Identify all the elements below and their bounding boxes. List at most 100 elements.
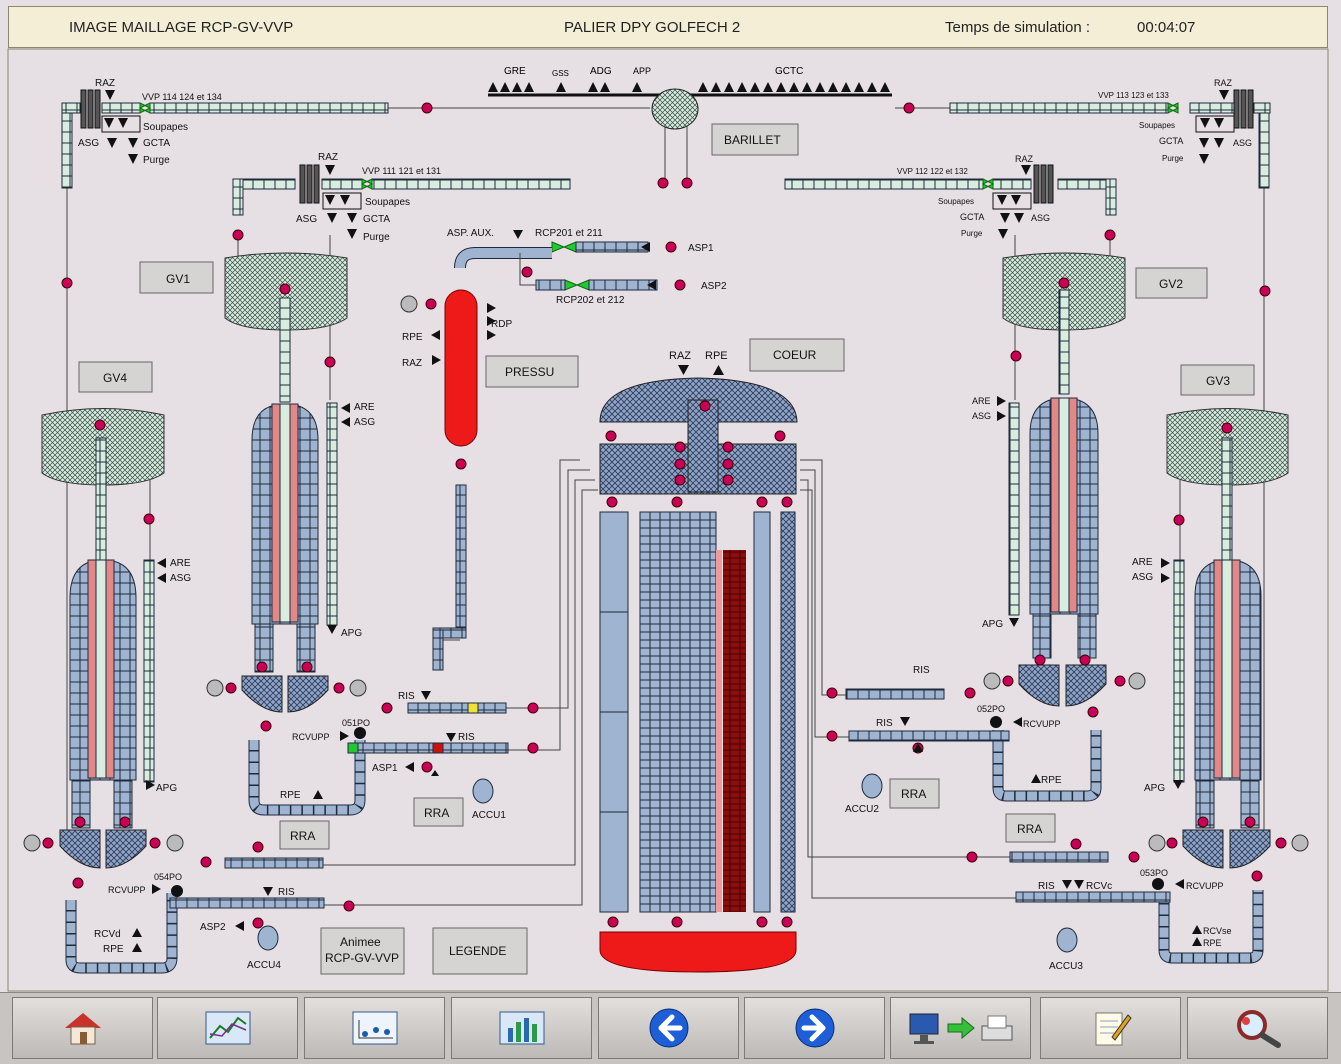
ris-label-loop4: RIS: [278, 887, 295, 898]
gv4-button-label: GV4: [103, 371, 127, 385]
asg-label-gv3: ASG: [1233, 138, 1252, 148]
rpe-label-loop1: RPE: [280, 790, 301, 801]
asg-label-gv1: ASG: [296, 214, 317, 225]
rpe-label-pressu: RPE: [402, 332, 423, 343]
soupapes-label-gv2: Soupapes: [938, 197, 974, 206]
soupapes-boxes: [101, 115, 1235, 210]
vvp112-label: VVP 112 122 et 132: [897, 167, 968, 176]
rra-button-1[interactable]: RRA: [413, 797, 464, 827]
sim-time-value: 00:04:07: [1137, 19, 1196, 36]
raz-label-core: RAZ: [669, 350, 691, 362]
gv4-button[interactable]: GV4: [78, 361, 153, 393]
rcvupp-label-2: RCVUPP: [1023, 719, 1061, 729]
are-label-gv4: ARE: [170, 558, 191, 569]
diagram-button[interactable]: [304, 997, 445, 1059]
back-button[interactable]: [598, 997, 739, 1059]
search-button[interactable]: [1187, 997, 1328, 1059]
apg-label-gv3: APG: [1144, 783, 1165, 794]
po054-label: 054PO: [154, 872, 182, 882]
gv1-button[interactable]: GV1: [139, 261, 214, 294]
are-label-gv2: ARE: [972, 396, 991, 406]
purge-label-gv4: Purge: [143, 155, 170, 166]
asg-label-gv2: ASG: [1031, 213, 1050, 223]
asg-label-gv1-b: ASG: [354, 417, 375, 428]
purge-label-gv1: Purge: [363, 232, 390, 243]
raz-label-gv4: RAZ: [95, 78, 115, 89]
gv1-button-label: GV1: [166, 272, 190, 286]
notes-button[interactable]: [1040, 997, 1181, 1059]
coeur-button-label: COEUR: [773, 348, 817, 362]
rcvse-label: RCVse: [1203, 926, 1232, 936]
valve-blocks: [80, 89, 1254, 204]
rra-button-2[interactable]: RRA: [889, 778, 940, 809]
gss-label: GSS: [552, 69, 569, 78]
arrow-right-icon: [795, 1008, 834, 1048]
gv2-button[interactable]: GV2: [1135, 267, 1208, 299]
ris-label-loop1: RIS: [398, 691, 415, 702]
vvp114-label: VVP 114 124 et 134: [142, 92, 222, 102]
rdp-label: RDP: [491, 319, 512, 330]
apg-label-gv4: APG: [156, 783, 177, 794]
raz-label-gv1: RAZ: [318, 152, 338, 163]
rcp201-label: RCP201 et 211: [535, 228, 603, 239]
asp2-label-top: ASP2: [701, 281, 727, 292]
print-screen-icon: [909, 1013, 1012, 1044]
trend-button[interactable]: [157, 997, 298, 1059]
gcta-label-gv3: GCTA: [1159, 136, 1183, 146]
rra-button-4[interactable]: RRA: [279, 820, 330, 850]
adg-label: ADG: [590, 66, 612, 77]
legende-button[interactable]: LEGENDE: [432, 927, 528, 975]
bar-chart-button[interactable]: [451, 997, 592, 1059]
ris-label-loop2: RIS: [913, 665, 930, 676]
rra-button-4-label: RRA: [290, 829, 315, 843]
barillet-button[interactable]: BARILLET: [711, 123, 799, 156]
legende-button-label: LEGENDE: [449, 944, 506, 958]
animee-button-line2: RCP-GV-VVP: [325, 951, 399, 965]
barillet-button-label: BARILLET: [724, 133, 781, 147]
forward-button[interactable]: [744, 997, 885, 1059]
soupapes-label-gv3: Soupapes: [1139, 121, 1175, 130]
po053-label: 053PO: [1140, 868, 1168, 878]
apg-label-gv1: APG: [341, 628, 362, 639]
vvp113-label: VVP 113 123 et 133: [1098, 91, 1169, 100]
reactor-vessel: [599, 377, 798, 973]
po052-label: 052PO: [977, 704, 1005, 714]
ris-label-loop3: RIS: [1038, 881, 1055, 892]
rpe-label-loop4: RPE: [103, 944, 124, 955]
notepad-icon: [1095, 1012, 1132, 1046]
trend-chart-icon: [205, 1011, 250, 1045]
steam-lines: [61, 102, 1271, 216]
pressu-button[interactable]: PRESSU: [485, 355, 579, 388]
bottom-toolbar: [0, 992, 1341, 1064]
coeur-button[interactable]: COEUR: [749, 338, 845, 372]
page-title: IMAGE MAILLAGE RCP-GV-VVP: [69, 19, 294, 36]
pump-flow-indicators: [171, 716, 1164, 897]
small-arrows: [104, 90, 1229, 239]
barillet: GRE GSS ADG APP GCTC: [480, 66, 892, 130]
asg-label-gv4-b: ASG: [170, 573, 191, 584]
home-button[interactable]: [12, 997, 153, 1059]
gctc-label: GCTC: [775, 66, 803, 77]
rcp202-label: RCP202 et 212: [556, 295, 625, 306]
gv3-button[interactable]: GV3: [1180, 364, 1255, 396]
raz-label-gv2: RAZ: [1015, 154, 1034, 164]
rcvd-label: RCVd: [94, 929, 121, 940]
rpe-label-loop3: RPE: [1203, 938, 1222, 948]
measurement-nodes: [42, 102, 1287, 929]
rcvupp-label-3: RCVUPP: [1186, 881, 1224, 891]
rra-button-3-label: RRA: [1017, 822, 1042, 836]
diagram-icon: [352, 1011, 397, 1045]
print-screen-button[interactable]: [890, 997, 1031, 1059]
asg-label-gv2: ASG: [972, 411, 991, 421]
rra-button-3[interactable]: RRA: [1005, 813, 1056, 843]
gre-label: GRE: [504, 66, 526, 77]
asp1-label-loop1: ASP1: [372, 763, 398, 774]
rcvupp-label-4: RCVUPP: [108, 885, 146, 895]
push-buttons: GV1 GV2 GV3 GV4 BARILLET PRESSU COEUR RR…: [78, 123, 1255, 975]
animee-rcp-gv-vvp-button[interactable]: Animee RCP-GV-VVP: [320, 927, 405, 975]
gcta-label-gv1: GCTA: [363, 214, 390, 225]
raz-label-gv3: RAZ: [1214, 78, 1233, 88]
ris-label-loop2b: RIS: [876, 718, 893, 729]
rcvc-label: RCVc: [1086, 881, 1112, 892]
pump-motor-icons: [23, 295, 1309, 852]
